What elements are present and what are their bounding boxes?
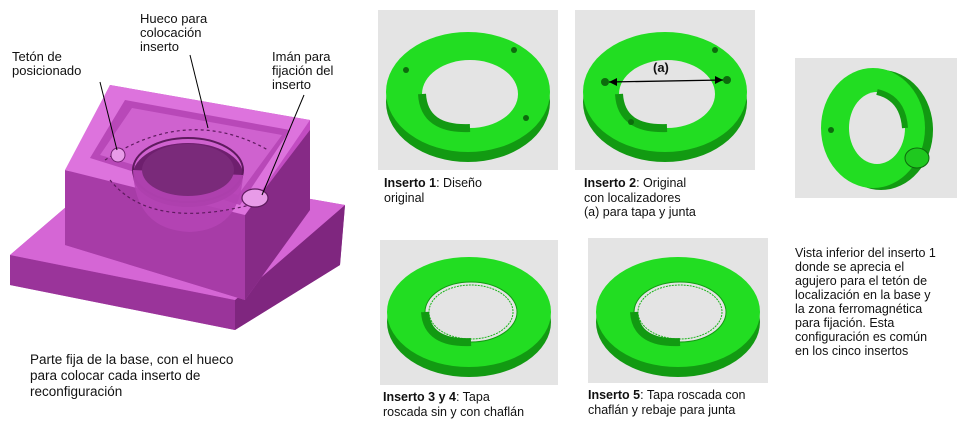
insert-1-caption: Inserto 1: Diseño original [384,176,564,205]
marker-a: (a) [653,60,669,75]
label-iman: Imán para fijación del inserto [272,49,334,92]
insert-3-4-text: : Tapa roscada sin y con chaflán [383,390,525,419]
insert-2-title: Inserto 2 [584,176,637,190]
insert-5-text: : Tapa roscada con chaflán y rebaje para… [588,388,746,417]
label-hueco: Hueco para colocación inserto [140,11,208,54]
insert-3-4-title: Inserto 3 y 4 [383,390,456,404]
base-caption: Parte fija de la base, con el hueco para… [30,352,234,399]
insert-5-title: Inserto 5 [588,388,641,402]
insert-5-caption: Inserto 5: Tapa roscada con chaflán y re… [588,388,778,417]
bottom-view-drawing [821,68,933,190]
insert-2-drawing [583,32,747,162]
insert-3-4-caption: Inserto 3 y 4: Tapa roscada sin y con ch… [383,390,563,419]
insert-1-text: : Diseño original [384,176,482,205]
base-part-figure: Tetón de posicionado Hueco para colocaci… [0,0,370,423]
insert-3-4-drawing [387,257,551,377]
insert-5-drawing [596,257,760,377]
insert-1-drawing [386,32,550,162]
insert-2-figure: (a) [575,10,755,170]
insert-1-figure [378,10,558,170]
insert-2-caption: Inserto 2: Original con localizadores (a… [584,176,764,220]
base-part-drawing [10,54,345,330]
bottom-view-caption: Vista inferior del inserto 1 donde se ap… [795,246,936,358]
insert-5-figure [588,238,768,383]
insert-1-title: Inserto 1 [384,176,437,190]
insert-3-4-figure [380,240,558,385]
bottom-view-figure [795,58,957,198]
insert-2-text: : Original con localizadores (a) para ta… [584,176,696,219]
label-teton: Tetón de posicionado [12,49,82,78]
